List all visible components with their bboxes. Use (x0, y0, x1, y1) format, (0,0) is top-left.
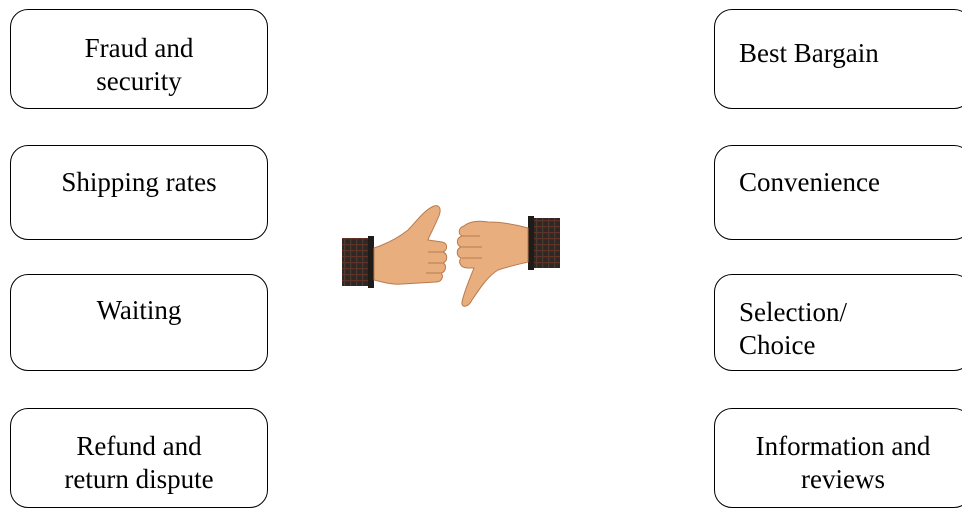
factor-box-best-bargain: Best Bargain (714, 9, 962, 109)
factor-box-convenience: Convenience (714, 145, 962, 240)
factor-box-fraud-security: Fraud and security (10, 9, 268, 109)
factor-label: Selection/ Choice (715, 296, 962, 362)
factor-box-shipping-rates: Shipping rates (10, 145, 268, 240)
factor-box-refund-return: Refund and return dispute (10, 408, 268, 508)
factor-box-selection-choice: Selection/ Choice (714, 274, 962, 371)
factor-box-waiting: Waiting (10, 274, 268, 371)
factor-label: Shipping rates (11, 166, 267, 199)
thumbs-down-icon (457, 216, 560, 306)
factor-label: Refund and return dispute (11, 430, 267, 496)
factor-label: Information and reviews (715, 430, 962, 496)
thumbs-up-down-illustration (342, 200, 560, 310)
factor-label: Best Bargain (715, 37, 962, 70)
factor-label: Waiting (11, 294, 267, 327)
factor-label: Convenience (715, 166, 962, 199)
factor-box-information-reviews: Information and reviews (714, 408, 962, 508)
thumbs-up-icon (342, 206, 447, 288)
factor-label: Fraud and security (11, 32, 267, 98)
